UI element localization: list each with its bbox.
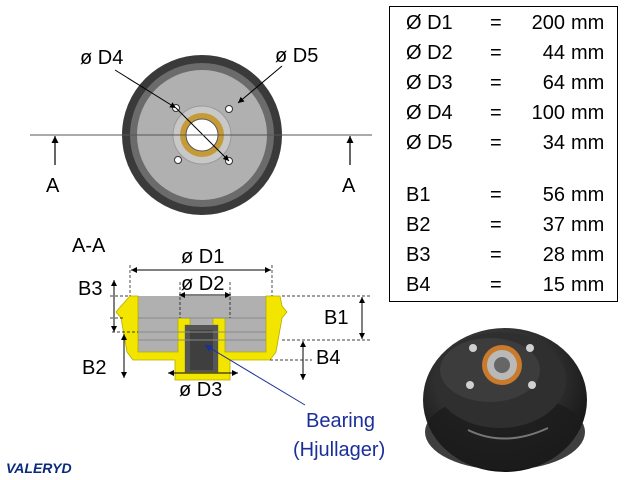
spec-equals: = [490,244,502,266]
section-marker-left: A [46,175,60,197]
spec-value: 15 [542,274,565,296]
spec-value: 34 [542,132,565,154]
spec-value: 64 [542,72,565,94]
section-marker-right: A [342,175,356,197]
brand-logo: VALERYD [6,460,72,476]
spec-row: Ø D5 = 34 mm [390,132,617,160]
spec-equals: = [490,214,502,236]
spec-row: B3 = 28 mm [390,244,617,272]
spec-equals: = [490,12,502,34]
spec-row: B4 = 15 mm [390,274,617,302]
spec-equals: = [490,102,502,124]
d4-label: ø D4 [80,47,123,69]
spec-unit: mm [571,102,605,124]
spec-row: Ø D4 = 100 mm [390,102,617,130]
spec-value: 56 [542,184,565,206]
spec-label: Ø D5 [406,132,453,154]
b3-label: B3 [78,278,102,300]
spec-unit: mm [571,214,605,236]
spec-label: B4 [406,274,431,296]
spec-unit: mm [571,274,605,296]
photo-rim-text [467,427,549,440]
spec-equals: = [490,132,502,154]
bearing-sublabel: (Hjullager) [293,439,385,461]
spec-label: Ø D2 [406,42,453,64]
spec-label: Ø D4 [406,102,453,124]
photo-hub-bore [494,357,510,373]
spec-row: Ø D3 = 64 mm [390,72,617,100]
d4-leader [114,69,177,109]
bearing-inner [190,330,213,370]
spec-row: Ø D1 = 200 mm [390,12,617,40]
spec-label: B2 [406,214,431,236]
d5-label: ø D5 [275,45,318,67]
bearing-label: Bearing [306,410,375,432]
bolt-hole [174,156,182,164]
spec-value: 100 [531,102,565,124]
d2-label: ø D2 [181,273,224,295]
b2-label: B2 [82,357,106,379]
spec-label: B1 [406,184,431,206]
drum-photo [423,328,587,472]
b4-label: B4 [316,347,340,369]
section-title: A-A [72,235,106,257]
spec-unit: mm [571,184,605,206]
photo-stud [526,344,534,352]
spec-value: 200 [531,12,565,34]
spec-equals: = [490,72,502,94]
spec-equals: = [490,42,502,64]
photo-stud [466,381,474,389]
spec-label: Ø D1 [406,12,453,34]
spec-equals: = [490,274,502,296]
d5-leader [237,65,283,104]
d1-label: ø D1 [181,246,224,268]
photo-stud [469,344,477,352]
spec-unit: mm [571,72,605,94]
spec-value: 44 [542,42,565,64]
spec-row: B2 = 37 mm [390,214,617,242]
section-view [110,265,372,406]
spec-row: B1 = 56 mm [390,184,617,212]
spec-row: Ø D2 = 44 mm [390,42,617,70]
photo-stud [528,381,536,389]
bearing-leader [204,344,306,406]
spec-value: 37 [542,214,565,236]
spec-value: 28 [542,244,565,266]
spec-unit: mm [571,132,605,154]
drum-top-view [30,55,372,215]
d3-label: ø D3 [179,379,222,401]
spec-equals: = [490,184,502,206]
spec-unit: mm [571,244,605,266]
spec-unit: mm [571,42,605,64]
spec-label: Ø D3 [406,72,453,94]
spec-unit: mm [571,12,605,34]
section-cut [115,295,288,381]
spec-label: B3 [406,244,431,266]
bolt-hole [225,105,233,113]
b1-label: B1 [324,307,348,329]
